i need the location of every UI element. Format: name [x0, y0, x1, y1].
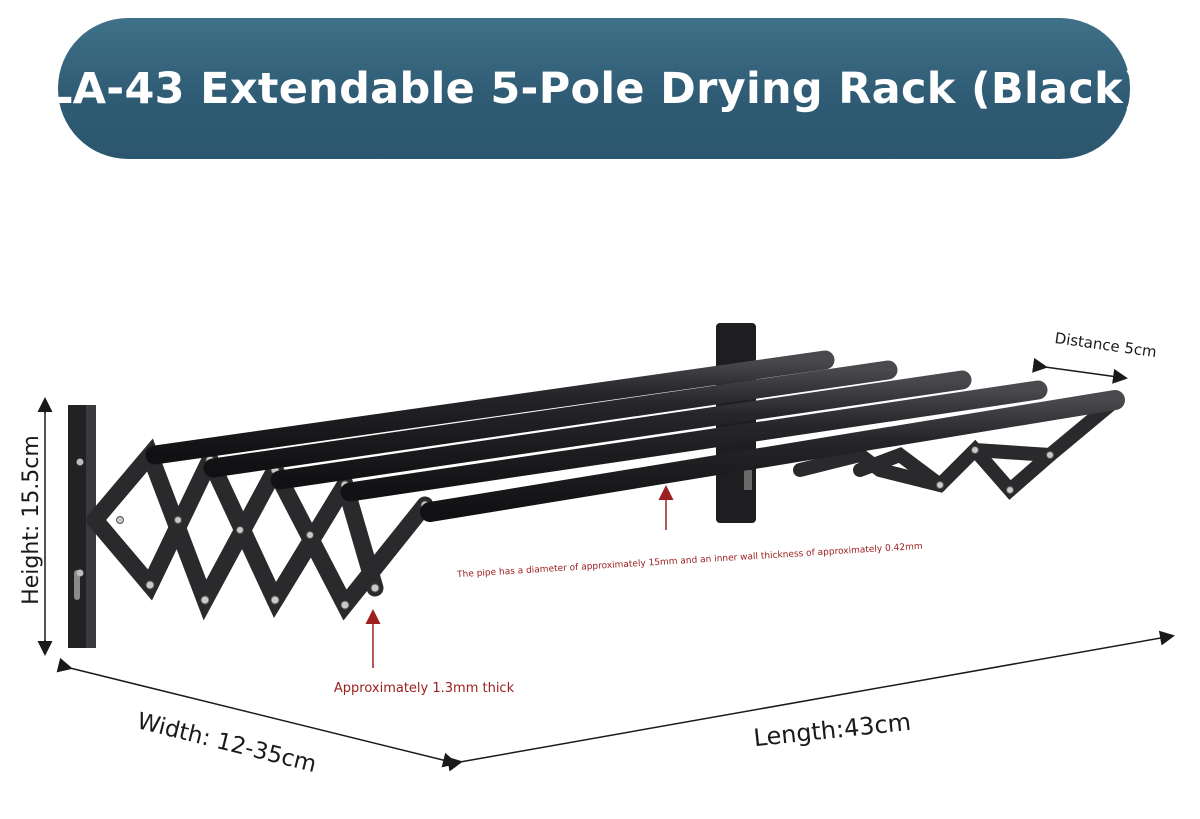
distance-label: Distance 5cm [1054, 329, 1158, 361]
drying-poles [145, 350, 1125, 522]
pipe-note: The pipe has a diameter of approximately… [456, 542, 923, 581]
length-label: Length:43cm [752, 708, 912, 752]
front-scissor-arms [86, 438, 434, 621]
thickness-annotation: Approximately 1.3mm thick [334, 609, 515, 696]
length-dimension: Length:43cm [446, 630, 1175, 772]
rear-rivets [936, 446, 1054, 494]
rear-scissor-arms [793, 398, 1117, 500]
distance-dimension: Distance 5cm [1032, 329, 1158, 384]
height-dimension: Height: 15.5cm [19, 397, 53, 656]
product-title: LA-43 Extendable 5-Pole Drying Rack (Bla… [45, 63, 1143, 114]
thickness-note: Approximately 1.3mm thick [334, 681, 515, 696]
width-label: Width: 12-35cm [134, 708, 319, 778]
height-label: Height: 15.5cm [19, 435, 44, 605]
title-banner: LA-43 Extendable 5-Pole Drying Rack (Bla… [45, 18, 1143, 159]
